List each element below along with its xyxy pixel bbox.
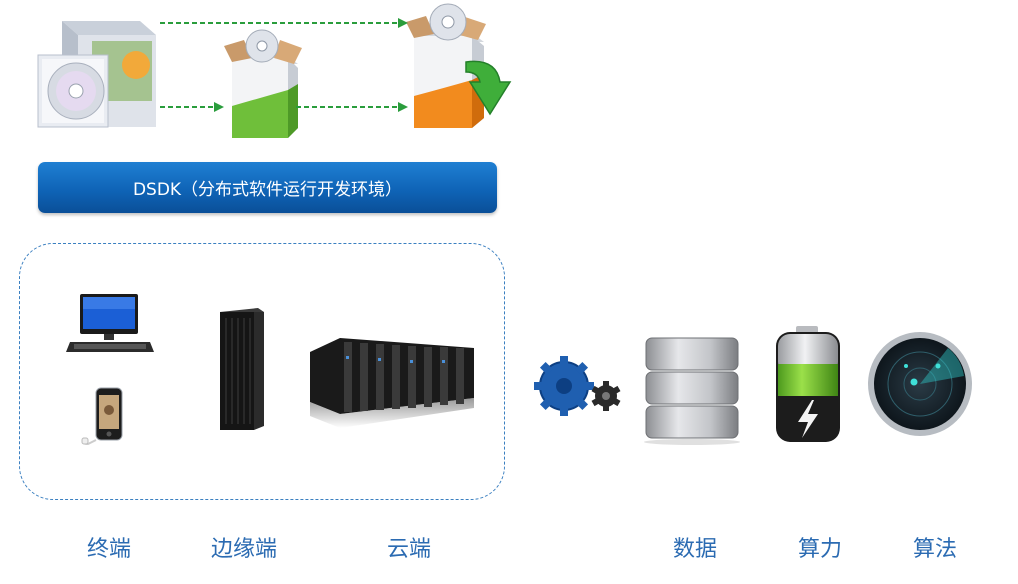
label-algorithm: 算法 xyxy=(912,537,957,562)
label-terminal: 终端 xyxy=(86,537,131,562)
flow-arrow-right xyxy=(296,102,408,112)
orange-install-box-icon xyxy=(406,3,512,128)
label-data: 数据 xyxy=(672,537,717,562)
data-center-icon xyxy=(310,338,474,428)
label-cloud: 云端 xyxy=(386,537,431,562)
server-rack-icon xyxy=(220,308,264,430)
flow-arrow-left xyxy=(160,102,224,112)
label-compute: 算力 xyxy=(797,537,842,562)
dsdk-banner: DSDK（分布式软件运行开发环境） xyxy=(38,162,497,213)
gears-icon xyxy=(534,356,621,416)
radar-icon xyxy=(868,332,972,436)
smartphone-icon xyxy=(81,387,123,446)
database-icon xyxy=(644,337,740,445)
desktop-computer-icon xyxy=(66,294,154,352)
deployment-group-box xyxy=(19,243,505,500)
green-software-box-icon xyxy=(224,29,302,138)
battery-icon xyxy=(776,326,840,442)
label-edge: 边缘端 xyxy=(210,537,277,562)
software-box-icon xyxy=(37,21,156,128)
flow-arrow-top xyxy=(160,18,408,28)
